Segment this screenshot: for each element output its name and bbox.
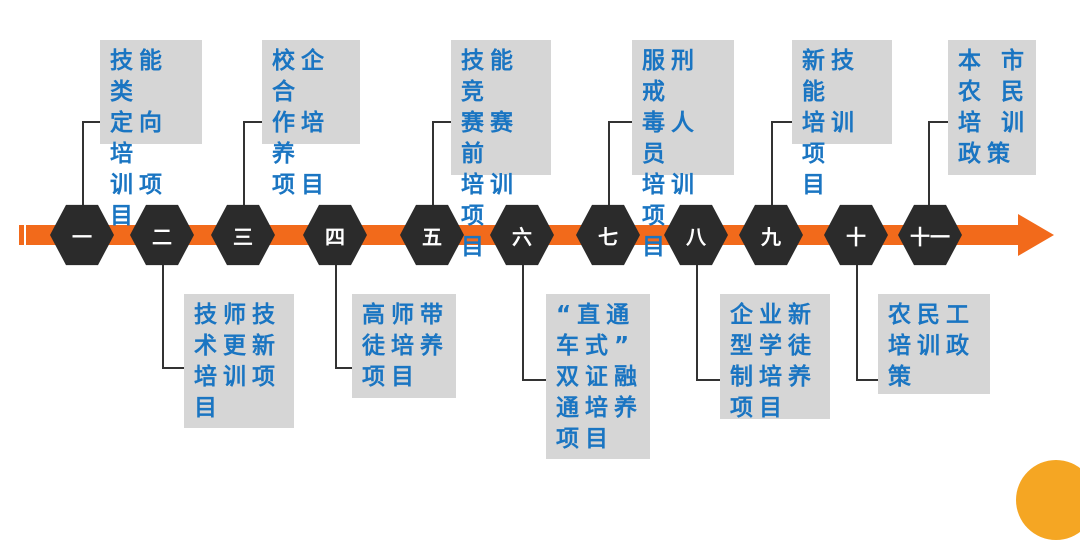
connector-line bbox=[928, 121, 930, 206]
node-6: 六 bbox=[490, 204, 554, 266]
timeline-arrow-head bbox=[1018, 214, 1054, 256]
connector-line bbox=[608, 121, 633, 123]
box-4: 高师带 徒培养 项目 bbox=[352, 294, 456, 398]
node-10: 十 bbox=[824, 204, 888, 266]
box-9: 新技能 培训项 目 bbox=[792, 40, 892, 198]
connector-line bbox=[696, 262, 698, 379]
box-2: 技师技 术更新 培训项 目 bbox=[184, 294, 294, 428]
connector-line bbox=[856, 262, 858, 379]
connector-line bbox=[771, 121, 793, 123]
node-3: 三 bbox=[211, 204, 275, 266]
box-6: “直通 车式” 双证融 通培养 项目 bbox=[546, 294, 650, 459]
logo-mark bbox=[1016, 460, 1080, 540]
node-11: 十一 bbox=[898, 204, 962, 266]
connector-line bbox=[522, 262, 524, 379]
connector-line bbox=[82, 121, 102, 123]
connector-line bbox=[856, 379, 878, 381]
connector-line bbox=[432, 121, 434, 206]
node-1: 一 bbox=[50, 204, 114, 266]
node-4: 四 bbox=[303, 204, 367, 266]
connector-line bbox=[162, 367, 184, 369]
node-8: 八 bbox=[664, 204, 728, 266]
timeline-dash bbox=[19, 225, 24, 245]
connector-line bbox=[82, 121, 84, 206]
box-7: 服刑戒 毒人员 培训项 目 bbox=[632, 40, 734, 260]
connector-line bbox=[162, 262, 164, 367]
connector-line bbox=[608, 121, 610, 206]
connector-line bbox=[928, 121, 950, 123]
box-11: 本 市 农 民 培 训 政策 bbox=[948, 40, 1036, 175]
connector-line bbox=[335, 367, 352, 369]
connector-line bbox=[696, 379, 720, 381]
node-2: 二 bbox=[130, 204, 194, 266]
box-10: 农民工 培训政 策 bbox=[878, 294, 990, 394]
connector-line bbox=[432, 121, 452, 123]
connector-line bbox=[771, 121, 773, 206]
connector-line bbox=[335, 262, 337, 367]
connector-line bbox=[243, 121, 245, 206]
box-5: 技能竞 赛赛前 培训项 目 bbox=[451, 40, 551, 260]
connector-line bbox=[522, 379, 546, 381]
node-9: 九 bbox=[739, 204, 803, 266]
timeline-dash bbox=[26, 225, 31, 245]
box-8: 企业新 型学徒 制培养 项目 bbox=[720, 294, 830, 421]
node-5: 五 bbox=[400, 204, 464, 266]
box-3: 校企合 作培养 项目 bbox=[262, 40, 360, 198]
node-7: 七 bbox=[576, 204, 640, 266]
box-1: 技能类 定向培 训项目 bbox=[100, 40, 202, 229]
connector-line bbox=[243, 121, 263, 123]
